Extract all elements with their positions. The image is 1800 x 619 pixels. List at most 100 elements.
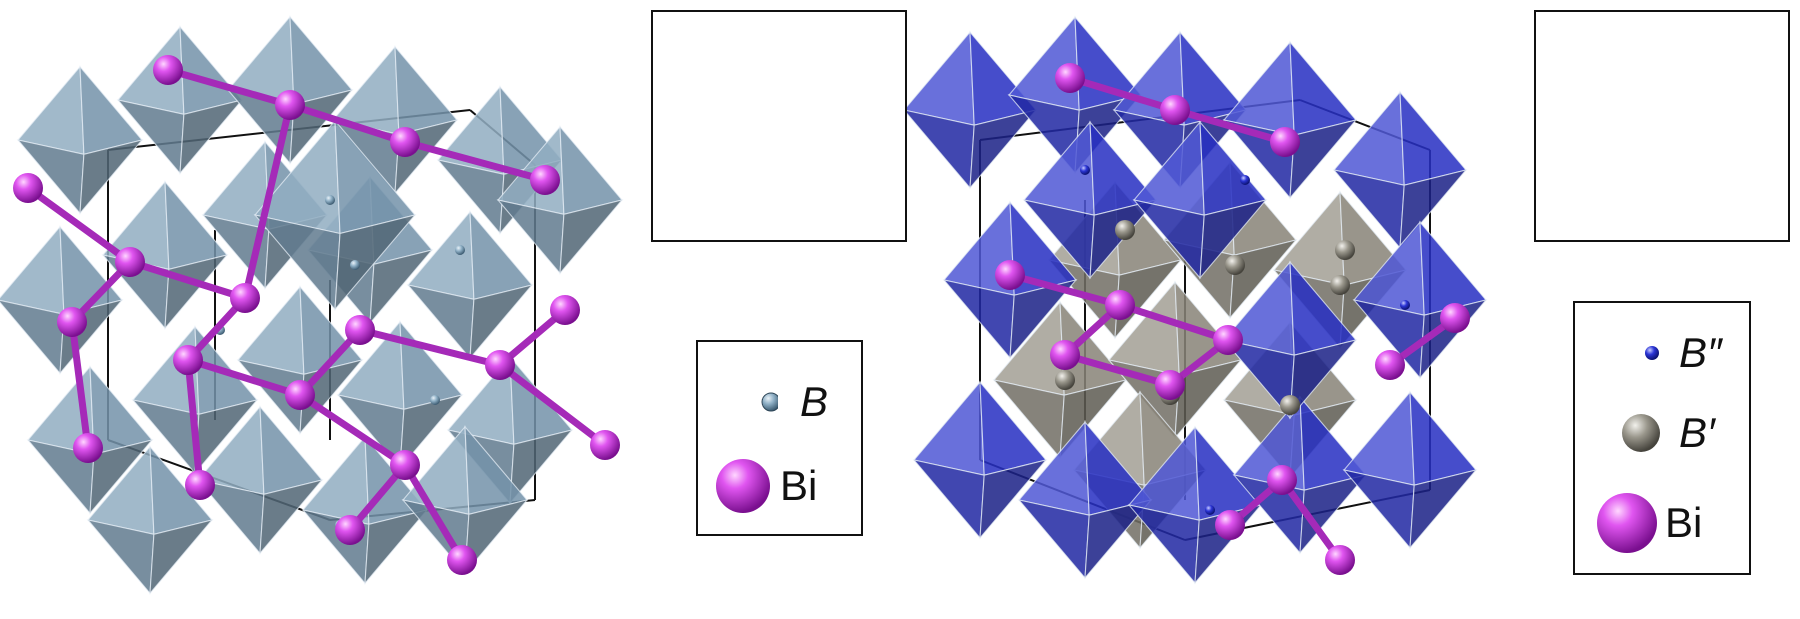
bi-atom bbox=[390, 450, 420, 480]
b-double-prime-octahedron-face bbox=[969, 109, 1038, 190]
b-double-prime-octahedron-face bbox=[1409, 469, 1478, 550]
b-double-prime-octahedron-face bbox=[1299, 474, 1368, 555]
bi-atom bbox=[185, 470, 215, 500]
legend-entry-b-prime: B′ bbox=[1575, 401, 1749, 465]
bi-atom bbox=[13, 173, 43, 203]
b-double-prime-octahedron bbox=[902, 30, 1038, 190]
bi-atom bbox=[153, 55, 183, 85]
bi-atom bbox=[230, 283, 260, 313]
single-perovskite-structure bbox=[0, 15, 624, 595]
bi-bond bbox=[1061, 351, 1174, 389]
bi-bond bbox=[184, 356, 304, 399]
b-octahedron bbox=[196, 405, 324, 555]
b-octahedron-face bbox=[79, 139, 144, 215]
b-octahedron-face bbox=[369, 249, 434, 325]
bi-bond bbox=[241, 101, 294, 302]
b-double-prime-octahedron bbox=[1352, 220, 1488, 380]
bi-atom bbox=[57, 307, 87, 337]
bi-atom bbox=[447, 545, 477, 575]
b-double-prime-octahedron-face bbox=[1399, 90, 1467, 186]
b-octahedron-face bbox=[164, 254, 229, 330]
bi-atom bbox=[1215, 510, 1245, 540]
b-double-prime-atom bbox=[1240, 175, 1250, 185]
b-octahedron-face bbox=[179, 99, 244, 175]
b-double-prime-octahedron-face bbox=[979, 459, 1048, 540]
b-prime-octahedron-face bbox=[1229, 239, 1298, 320]
b-double-prime-atom bbox=[1400, 300, 1410, 310]
bi-atom bbox=[1155, 370, 1185, 400]
b-prime-atom bbox=[1225, 255, 1245, 275]
bi-bond bbox=[24, 184, 134, 266]
bi-bond bbox=[68, 318, 92, 452]
b-atom bbox=[430, 395, 440, 405]
b-prime-octahedron bbox=[992, 300, 1128, 460]
b-octahedron-face bbox=[469, 284, 534, 360]
bi-bond bbox=[1066, 74, 1179, 114]
legend-label-bi: Bi bbox=[780, 462, 818, 509]
b-octahedron bbox=[301, 435, 429, 585]
bi-atom bbox=[550, 295, 580, 325]
b-octahedron bbox=[253, 119, 417, 312]
b-double-prime-atom-icon bbox=[1645, 346, 1659, 360]
bi-atom bbox=[1050, 340, 1080, 370]
b-double-prime-octahedron bbox=[1342, 390, 1478, 550]
b-double-prime-atom bbox=[1080, 165, 1090, 175]
inset-frame-right bbox=[1534, 10, 1790, 242]
b-double-prime-atom bbox=[1205, 505, 1215, 515]
bi-atom bbox=[390, 127, 420, 157]
inset-frame-left bbox=[651, 10, 907, 242]
b-octahedron-face bbox=[394, 45, 458, 135]
b-octahedron-face bbox=[334, 214, 417, 312]
bi-atom bbox=[345, 315, 375, 345]
legend-single-perovskite: B Bi bbox=[696, 340, 863, 536]
bi-bond bbox=[126, 258, 249, 302]
b-double-prime-octahedron bbox=[1017, 420, 1153, 580]
b-double-prime-octahedron bbox=[1132, 120, 1268, 280]
bi-atom bbox=[590, 430, 620, 460]
b-octahedron-face bbox=[559, 125, 623, 215]
legend-entry-bi-right: Bi bbox=[1575, 483, 1749, 563]
bi-atom-icon bbox=[1597, 493, 1657, 553]
bi-bond bbox=[1116, 301, 1232, 344]
b-prime-octahedron-face bbox=[1174, 359, 1243, 440]
b-double-prime-octahedron-face bbox=[1289, 339, 1358, 420]
b-octahedron-face bbox=[364, 509, 429, 585]
b-octahedron-face bbox=[0, 225, 65, 315]
bi-atom bbox=[1375, 350, 1405, 380]
bi-bond bbox=[184, 356, 204, 489]
b-double-prime-octahedron-face bbox=[1289, 119, 1358, 200]
bi-atom bbox=[485, 350, 515, 380]
bi-atom bbox=[275, 90, 305, 120]
bi-atom bbox=[73, 433, 103, 463]
bi-atom bbox=[1270, 127, 1300, 157]
b-octahedron bbox=[86, 445, 214, 595]
b-octahedron bbox=[116, 25, 244, 175]
b-double-prime-octahedron bbox=[912, 380, 1048, 540]
b-double-prime-octahedron-face bbox=[1289, 40, 1357, 136]
bi-bond bbox=[1006, 271, 1124, 309]
bi-atom bbox=[285, 380, 315, 410]
bi-bond bbox=[401, 138, 549, 184]
b-octahedron-face bbox=[509, 429, 574, 505]
bi-atom bbox=[1325, 545, 1355, 575]
bi-atom bbox=[173, 345, 203, 375]
bi-atom-icon bbox=[716, 459, 770, 513]
b-octahedron-face bbox=[16, 65, 85, 155]
legend-entry-bi: Bi bbox=[698, 448, 861, 524]
b-double-prime-octahedron-face bbox=[1199, 199, 1268, 280]
bi-bond bbox=[401, 461, 466, 564]
bi-atom bbox=[335, 515, 365, 545]
b-octahedron bbox=[336, 320, 464, 470]
bi-bond bbox=[1278, 476, 1344, 564]
b-atom bbox=[350, 260, 360, 270]
b-double-prime-octahedron bbox=[1332, 90, 1468, 250]
legend-label-b-double-prime: B″ bbox=[1679, 329, 1722, 376]
b-double-prime-octahedron-face bbox=[902, 30, 975, 126]
b-octahedron bbox=[0, 225, 124, 375]
b-prime-atom bbox=[1115, 220, 1135, 240]
bi-atom bbox=[530, 165, 560, 195]
b-atom bbox=[325, 195, 335, 205]
b-octahedron-face bbox=[89, 439, 154, 515]
b-prime-atom bbox=[1055, 370, 1075, 390]
